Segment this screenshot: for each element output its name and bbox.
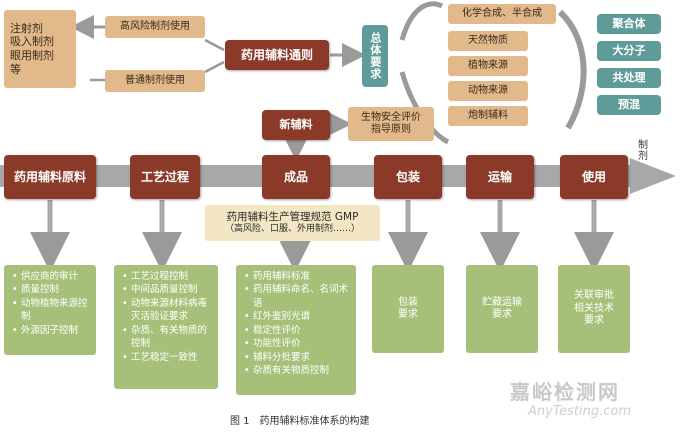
list-item: 质量控制 bbox=[12, 283, 90, 297]
arrow-rule-to-high-risk bbox=[204, 38, 225, 52]
stage-packaging: 包装 bbox=[374, 155, 442, 199]
list-item: 工艺过程控制 bbox=[122, 270, 212, 284]
new-excipient-box: 新辅料 bbox=[262, 110, 330, 140]
admin-routes-box: 注射剂 吸入制剂 眼用制剂 等 bbox=[4, 10, 76, 88]
stage-process: 工艺过程 bbox=[130, 155, 200, 199]
stage-transport: 运输 bbox=[466, 155, 534, 199]
list-item: 外源因子控制 bbox=[12, 324, 90, 338]
list-item: 红外鉴别光谱 bbox=[244, 310, 350, 324]
end-label: 制剂 bbox=[638, 140, 648, 162]
source-item-1: 化学合成、半合成 bbox=[448, 4, 556, 24]
list-item: 功能性评价 bbox=[244, 337, 350, 351]
bio-safety-box: 生物安全评价 指导原则 bbox=[348, 107, 434, 141]
list-item: 杂质有关物质控制 bbox=[244, 364, 350, 378]
product-detail-list: 药用辅料标准 药用辅料命名、名词术语 红外鉴别光谱 稳定性评价 功能性评价 辅料… bbox=[236, 265, 356, 395]
general-req-box: 总体要求 bbox=[362, 25, 388, 87]
list-item: 供应商的审计 bbox=[12, 270, 90, 284]
raw-detail-list: 供应商的审计 质量控制 动物植物来源控制 外源因子控制 bbox=[4, 265, 96, 355]
general-rule-box: 药用辅料通则 bbox=[225, 40, 329, 70]
transport-detail-box: 贮藏运输 要求 bbox=[466, 265, 538, 353]
watermark-en: AnyTesting.com bbox=[528, 404, 632, 419]
list-item: 工艺稳定一致性 bbox=[122, 351, 212, 365]
arrow-rule-to-normal bbox=[204, 60, 225, 74]
stage-product: 成品 bbox=[262, 155, 330, 199]
source-item-3: 植物来源 bbox=[448, 56, 528, 76]
list-item: 杂质、有关物质的控制 bbox=[122, 324, 212, 351]
packaging-detail-box: 包装 要求 bbox=[372, 265, 444, 353]
arc-types bbox=[557, 9, 587, 130]
list-item: 稳定性评价 bbox=[244, 324, 350, 338]
source-item-2: 天然物质 bbox=[448, 31, 528, 51]
type-item-3: 共处理 bbox=[597, 68, 661, 88]
stage-usage: 使用 bbox=[560, 155, 628, 199]
process-detail-list: 工艺过程控制 中间品质量控制 动物来源材料病毒灭活验证要求 杂质、有关物质的控制… bbox=[114, 265, 218, 389]
gmp-box: 药用辅料生产管理规范 GMP （高风险、口服、外用制剂……） bbox=[205, 205, 380, 241]
watermark-cn: 嘉峪检测网 bbox=[510, 380, 620, 404]
usage-detail-box: 关联审批 相关技术 要求 bbox=[558, 265, 630, 353]
source-item-4: 动物来源 bbox=[448, 81, 528, 101]
list-item: 药用辅料命名、名词术语 bbox=[244, 283, 350, 310]
type-item-1: 聚合体 bbox=[597, 14, 661, 34]
list-item: 动物来源材料病毒灭活验证要求 bbox=[122, 297, 212, 324]
source-item-5: 炮制辅料 bbox=[448, 106, 528, 126]
high-risk-box: 高风险制剂使用 bbox=[105, 16, 205, 38]
list-item: 动物植物来源控制 bbox=[12, 297, 90, 324]
normal-use-box: 普通制剂使用 bbox=[105, 70, 205, 92]
gmp-title: 药用辅料生产管理规范 GMP bbox=[226, 210, 359, 223]
type-item-2: 大分子 bbox=[597, 41, 661, 61]
type-item-4: 预混 bbox=[597, 95, 661, 115]
stage-raw-material: 药用辅料原料 bbox=[4, 155, 96, 199]
gmp-subtitle: （高风险、口服、外用制剂……） bbox=[224, 223, 360, 234]
list-item: 辅料分批要求 bbox=[244, 351, 350, 365]
list-item: 中间品质量控制 bbox=[122, 283, 212, 297]
figure-caption: 图 1 药用辅料标准体系的构建 bbox=[230, 416, 370, 427]
list-item: 药用辅料标准 bbox=[244, 270, 350, 284]
